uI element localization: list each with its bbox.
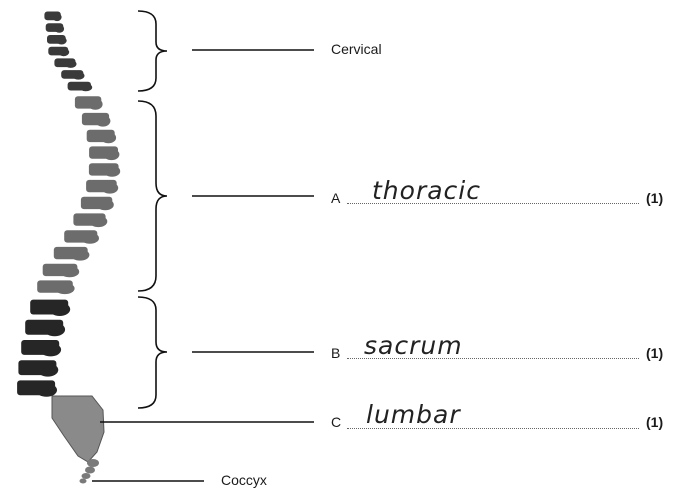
thoracic-vertebra-process-2 [95,115,110,126]
answer-a-handwritten: thoracic [372,176,481,205]
brace-thoracic [138,101,167,291]
label-coccyx: Coccyx [221,472,267,488]
thoracic-vertebra-process-5 [104,166,120,177]
thoracic-vertebra-process-1 [88,99,103,110]
coccyx-segment-3 [82,473,91,479]
marks-a: (1) [646,190,663,206]
lumbar-vertebrae [17,300,70,397]
question-c-letter: C [331,414,341,430]
thoracic-vertebrae [37,96,120,294]
lumbar-vertebra-process-3 [40,343,61,356]
brace-lumbar [138,297,167,408]
thoracic-vertebra-process-6 [101,182,118,193]
cervical-vertebrae [44,12,92,92]
coccyx-bone [80,459,100,484]
brace-cervical [138,11,167,91]
lumbar-vertebra-process-5 [36,383,57,396]
thoracic-vertebra-process-9 [81,233,99,244]
lumbar-vertebra-process-1 [49,303,70,316]
label-cervical: Cervical [331,41,382,57]
label-guides [92,11,314,481]
thoracic-vertebra-process-12 [55,283,75,294]
thoracic-vertebra-process-3 [101,132,116,143]
cervical-vertebra-process-1 [53,13,62,21]
lumbar-vertebra-process-4 [37,363,58,376]
marks-b: (1) [646,345,663,361]
question-b-letter: B [331,345,340,361]
answer-c-handwritten: lumbar [366,400,461,429]
cervical-vertebra-process-4 [58,48,69,56]
thoracic-vertebra-process-10 [71,249,90,260]
cervical-vertebra-process-5 [65,60,77,68]
vertebral-column [17,12,120,484]
thoracic-vertebra-process-7 [97,199,114,210]
coccyx-segment-4 [80,479,87,484]
cervical-vertebra-process-3 [56,37,66,45]
thoracic-vertebra-process-4 [104,149,120,160]
cervical-vertebra-process-7 [79,84,92,92]
answer-b-handwritten: sacrum [364,331,463,360]
lumbar-vertebra-process-2 [44,323,65,336]
thoracic-vertebra-process-8 [90,216,108,227]
sacrum-bone [52,396,104,462]
thoracic-vertebra-process-11 [60,266,79,277]
cervical-vertebra-process-2 [55,25,65,33]
marks-c: (1) [646,414,663,430]
cervical-vertebra-process-6 [72,72,84,80]
coccyx-segment-2 [85,467,95,474]
coccyx-segment-1 [87,459,99,467]
question-a-letter: A [331,190,340,206]
